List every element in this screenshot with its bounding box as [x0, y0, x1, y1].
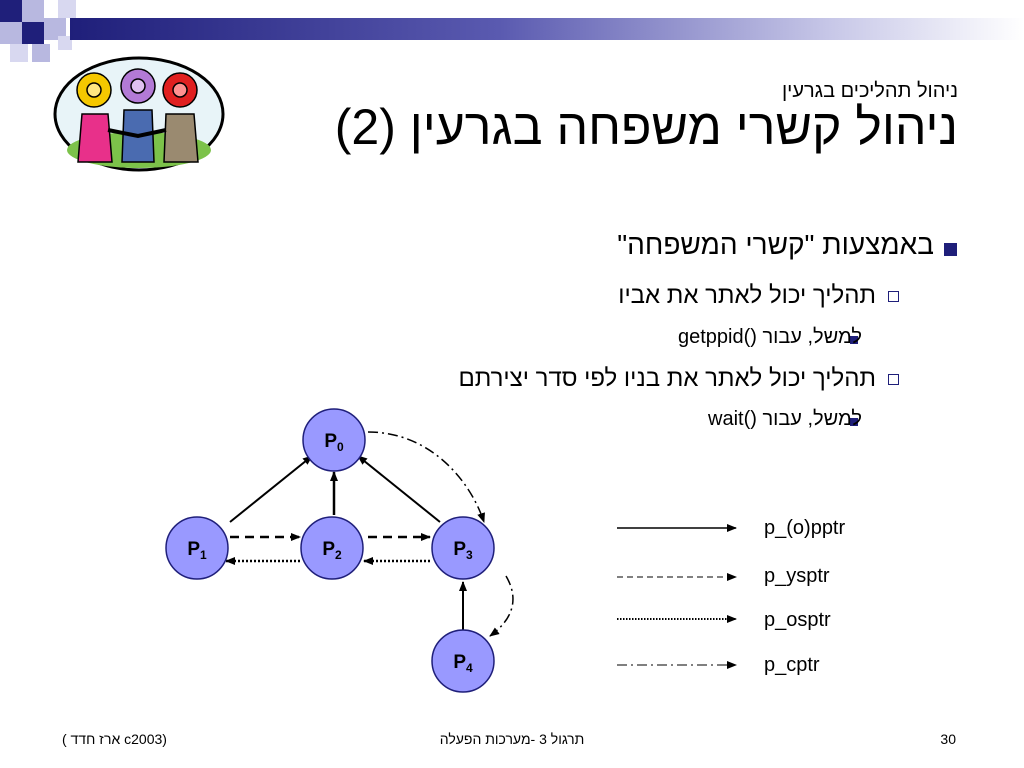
svg-text:P2: P2: [322, 539, 342, 562]
node-p3-label: P: [453, 539, 466, 560]
deco-square: [10, 44, 28, 62]
slide-subtitle: ניהול תהליכים בגרעין: [781, 80, 958, 102]
deco-square: [0, 0, 22, 22]
bullet-level2: תהליך יכול לאתר את בניו לפי סדר יצירתם: [458, 365, 876, 392]
svg-text:P3: P3: [453, 539, 473, 562]
node-p0-subscript: 0: [337, 440, 344, 454]
legend-label-osptr: p_osptr: [764, 609, 831, 631]
header-gradient-bar: [70, 18, 1024, 40]
bullet-marker: [944, 243, 957, 256]
edge-p0-p3-cptr: [367, 431, 485, 523]
legend-label-ysptr: p_ysptr: [764, 565, 830, 587]
legend-label-pptr: p_(o)pptr: [764, 517, 845, 539]
bullet-level1: באמצעות "קשרי המשפחה": [617, 229, 934, 260]
footer-copyright: (c2003 ארז חדד ): [62, 731, 167, 747]
node-p4-subscript: 4: [466, 661, 473, 675]
deco-square: [44, 18, 66, 40]
deco-square: [22, 0, 44, 22]
deco-square: [58, 36, 72, 50]
node-p2-label: P: [322, 539, 335, 560]
legend-label-cptr: p_cptr: [764, 654, 820, 676]
node-p0: P0: [302, 408, 366, 472]
bullet-level3: למשל, עבור ()wait: [708, 408, 862, 430]
node-p3: P3: [431, 516, 495, 580]
footer-course: תרגול 3 -מערכות הפעלה: [439, 731, 585, 747]
bullet-marker: [888, 291, 899, 302]
svg-text:P4: P4: [453, 652, 473, 675]
node-p1-label: P: [187, 539, 200, 560]
node-p4: P4: [431, 629, 495, 693]
bullet-level3: למשל, עבור ()getppid: [677, 326, 862, 348]
node-p1-subscript: 1: [200, 548, 207, 562]
deco-square: [0, 22, 22, 44]
deco-square: [32, 44, 50, 62]
teamwork-gears-clipart: [53, 56, 225, 172]
bullet-marker: [888, 374, 899, 385]
node-p3-subscript: 3: [466, 548, 473, 562]
deco-square: [22, 22, 44, 44]
svg-text:P1: P1: [187, 539, 207, 562]
edge-p3-p4-cptr: [489, 575, 514, 637]
slide-title: ניהול קשרי משפחה בגרעין (2): [334, 99, 958, 155]
node-p2-subscript: 2: [335, 548, 342, 562]
node-p2: P2: [300, 516, 364, 580]
bullet-level2: תהליך יכול לאתר את אביו: [618, 282, 876, 309]
node-p4-label: P: [453, 652, 466, 673]
node-p0-label: P: [324, 431, 337, 452]
page-number: 30: [940, 731, 956, 747]
edge-p3-p0: [357, 455, 441, 523]
deco-square: [58, 0, 76, 18]
bullet-marker: [850, 336, 858, 344]
svg-text:P0: P0: [324, 431, 344, 454]
edge-p1-p0: [229, 455, 313, 523]
node-p1: P1: [165, 516, 229, 580]
bullet-marker: [850, 418, 858, 426]
